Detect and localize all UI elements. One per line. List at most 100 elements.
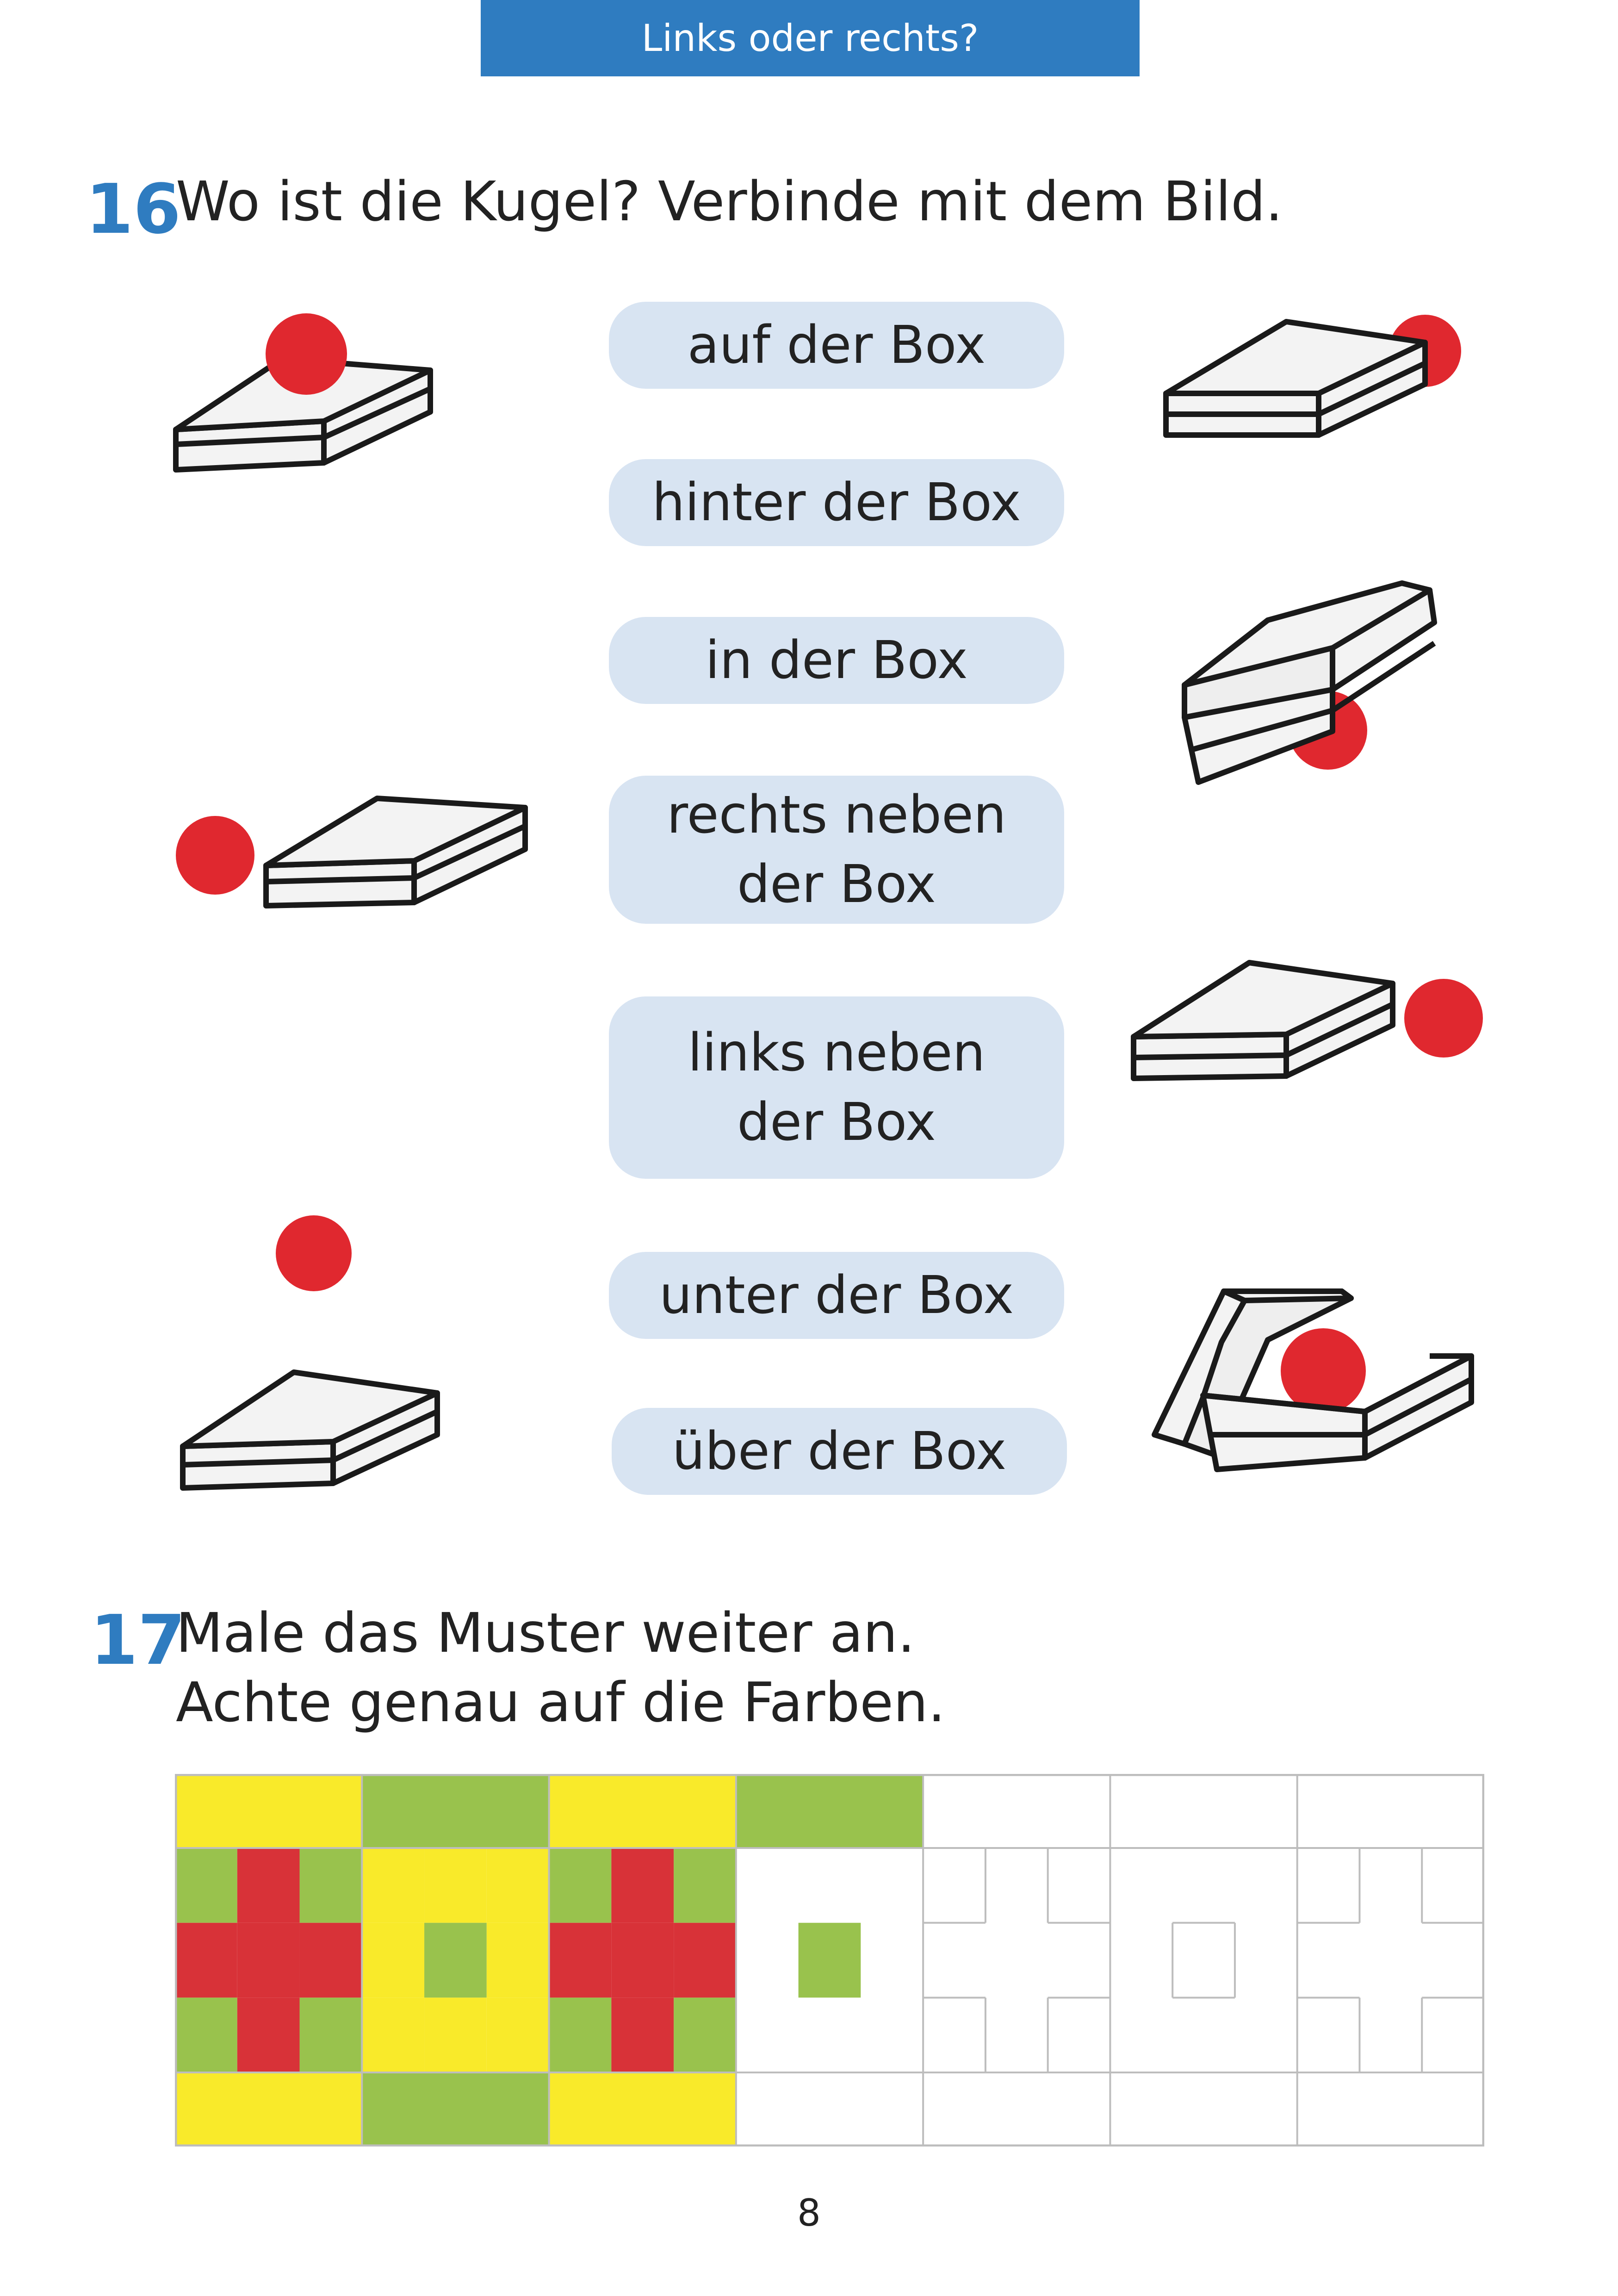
pattern-cell-middle[interactable] (674, 1848, 736, 1923)
pattern-cell-middle[interactable] (175, 1848, 237, 1923)
pattern-cell-middle[interactable] (1422, 1997, 1484, 2072)
pattern-cell-bottom[interactable] (175, 2072, 362, 2147)
pattern-cell-middle[interactable] (549, 1997, 612, 2072)
pattern-cell-middle[interactable] (861, 1848, 924, 1923)
pattern-cell-middle[interactable] (486, 1997, 549, 2072)
pattern-cell-top[interactable] (549, 1774, 736, 1848)
pattern-cell-bottom[interactable] (923, 2072, 1110, 2147)
task-17-instruction-line2: Achte genau auf die Farben. (176, 1670, 946, 1734)
pattern-cell-middle[interactable] (1234, 1997, 1297, 2072)
pattern-cell-middle[interactable] (175, 1997, 237, 2072)
pattern-cell-middle[interactable] (1297, 1923, 1360, 1998)
pattern-cell-middle[interactable] (237, 1848, 300, 1923)
pattern-cell-middle[interactable] (237, 1997, 300, 2072)
picture-ball-left-of-box[interactable] (174, 771, 544, 919)
option-label: in der Box (705, 630, 968, 691)
pattern-cell-middle[interactable] (1297, 1848, 1360, 1923)
pattern-cell-middle[interactable] (549, 1848, 612, 1923)
pattern-cell-middle[interactable] (1110, 1848, 1173, 1923)
pattern-cell-bottom[interactable] (362, 2072, 549, 2147)
pattern-cell-middle[interactable] (299, 1848, 362, 1923)
pattern-cell-middle[interactable] (798, 1848, 861, 1923)
pattern-cell-middle[interactable] (798, 1997, 861, 2072)
pattern-cell-top[interactable] (362, 1774, 549, 1848)
pattern-cell-middle[interactable] (1297, 1997, 1360, 2072)
pattern-cell-middle[interactable] (424, 1848, 487, 1923)
pattern-cell-middle[interactable] (736, 1997, 799, 2072)
pattern-cell-top[interactable] (175, 1774, 362, 1848)
pattern-cell-middle[interactable] (611, 1923, 674, 1998)
pattern-cell-middle[interactable] (674, 1997, 736, 2072)
pattern-cell-middle[interactable] (985, 1997, 1048, 2072)
pattern-cell-top[interactable] (1110, 1774, 1297, 1848)
pattern-cell-middle[interactable] (1048, 1848, 1110, 1923)
pattern-cell-middle[interactable] (1359, 1848, 1422, 1923)
pattern-cell-middle[interactable] (424, 1997, 487, 2072)
option-unter-der-box[interactable]: unter der Box (609, 1252, 1064, 1339)
option-rechts-neben-der-box[interactable]: rechts neben der Box (609, 776, 1064, 924)
option-ueber-der-box[interactable]: über der Box (612, 1408, 1067, 1495)
pattern-cell-middle[interactable] (736, 1848, 799, 1923)
pattern-cell-middle[interactable] (985, 1848, 1048, 1923)
pattern-cell-middle[interactable] (1048, 1997, 1110, 2072)
pattern-cell-top[interactable] (923, 1774, 1110, 1848)
pattern-cell-middle[interactable] (923, 1848, 986, 1923)
option-hinter-der-box[interactable]: hinter der Box (609, 459, 1064, 546)
pattern-cell-middle[interactable] (549, 1923, 612, 1998)
pattern-cell-middle[interactable] (237, 1923, 300, 1998)
pattern-cell-middle[interactable] (611, 1997, 674, 2072)
pattern-cell-middle[interactable] (861, 1923, 924, 1998)
pattern-cell-bottom[interactable] (736, 2072, 924, 2147)
pattern-cell-middle[interactable] (486, 1923, 549, 1998)
pattern-cell-middle[interactable] (299, 1923, 362, 1998)
pattern-cell-top[interactable] (1297, 1774, 1484, 1848)
pattern-cell-middle[interactable] (1048, 1923, 1110, 1998)
pattern-cell-middle[interactable] (362, 1923, 425, 1998)
picture-ball-right-of-box[interactable] (1124, 937, 1494, 1095)
pattern-cell-middle[interactable] (362, 1848, 425, 1923)
pattern-cell-middle[interactable] (424, 1923, 487, 1998)
pattern-cell-middle[interactable] (486, 1848, 549, 1923)
pattern-cell-middle[interactable] (299, 1997, 362, 2072)
pattern-cell-middle[interactable] (1422, 1848, 1484, 1923)
option-in-der-box[interactable]: in der Box (609, 617, 1064, 704)
pattern-cell-middle[interactable] (736, 1923, 799, 1998)
red-ball-icon (266, 313, 347, 395)
pattern-cell-middle[interactable] (1234, 1923, 1297, 1998)
option-auf-der-box[interactable]: auf der Box (609, 302, 1064, 389)
pattern-cell-middle[interactable] (1110, 1923, 1173, 1998)
pattern-cell-middle[interactable] (1110, 1997, 1173, 2072)
pattern-cell-middle[interactable] (861, 1997, 924, 2072)
pattern-cell-middle[interactable] (923, 1997, 986, 2072)
pattern-cell-middle[interactable] (1234, 1848, 1297, 1923)
option-label-line1: links neben (688, 1023, 986, 1083)
option-label: hinter der Box (652, 473, 1021, 533)
pattern-cell-middle[interactable] (923, 1923, 986, 1998)
pattern-cell-bottom[interactable] (1297, 2072, 1484, 2147)
pattern-cell-middle[interactable] (1172, 1923, 1235, 1998)
pattern-cell-middle[interactable] (611, 1848, 674, 1923)
red-ball-icon (176, 816, 254, 895)
picture-ball-in-box[interactable] (1147, 1282, 1481, 1476)
pattern-cell-middle[interactable] (1359, 1997, 1422, 2072)
pattern-cell-middle[interactable] (985, 1923, 1048, 1998)
pattern-cell-top[interactable] (736, 1774, 924, 1848)
pattern-cell-middle[interactable] (175, 1923, 237, 1998)
pattern-cell-middle[interactable] (1359, 1923, 1422, 1998)
pattern-cell-middle[interactable] (1172, 1848, 1235, 1923)
pattern-cell-middle[interactable] (674, 1923, 736, 1998)
pattern-cell-middle[interactable] (1172, 1997, 1235, 2072)
picture-ball-on-box[interactable] (167, 305, 453, 500)
pattern-cell-middle[interactable] (1422, 1923, 1484, 1998)
option-label-line2: der Box (737, 854, 936, 915)
pattern-cell-bottom[interactable] (549, 2072, 736, 2147)
option-label: unter der Box (659, 1265, 1014, 1325)
pattern-cell-middle[interactable] (798, 1923, 861, 1998)
picture-ball-under-box[interactable] (1171, 579, 1467, 791)
picture-ball-above-box[interactable] (176, 1213, 463, 1500)
picture-ball-behind-box[interactable] (1157, 296, 1462, 454)
option-links-neben-der-box[interactable]: links neben der Box (609, 996, 1064, 1179)
pattern-grid[interactable] (175, 1774, 1484, 2147)
pattern-cell-bottom[interactable] (1110, 2072, 1297, 2147)
pattern-cell-middle[interactable] (362, 1997, 425, 2072)
